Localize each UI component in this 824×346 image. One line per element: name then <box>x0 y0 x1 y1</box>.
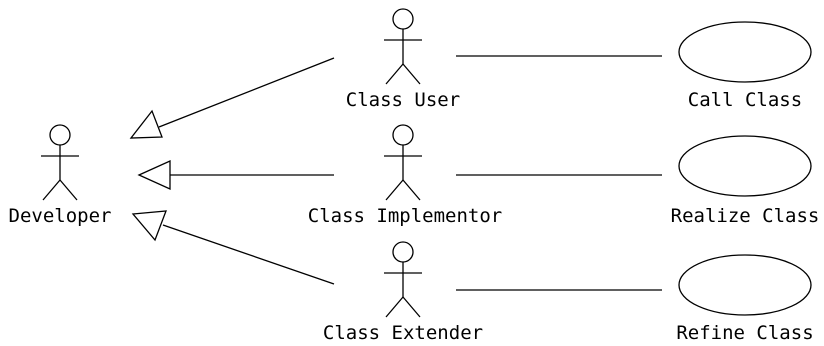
use-case-call-class: Call Class <box>678 21 812 111</box>
developer-stick-figure <box>41 124 79 201</box>
class-user-stick-figure <box>384 8 422 85</box>
generalization-arrowhead <box>131 210 167 242</box>
generalization-class-extender-to-developer <box>131 210 335 285</box>
call-class-label: Call Class <box>688 89 802 111</box>
use-case-ellipse <box>678 254 812 316</box>
class-extender-stick-figure <box>384 241 422 318</box>
class-implementor-label: Class Implementor <box>308 205 502 227</box>
generalization-class-implementor-to-developer <box>137 159 334 191</box>
generalization-arrowhead <box>137 159 171 191</box>
class-extender-label: Class Extender <box>323 322 483 344</box>
generalization-arrowhead <box>129 109 163 139</box>
developer-label: Developer <box>9 205 112 227</box>
use-case-ellipse <box>678 135 812 197</box>
actor-developer: Developer <box>9 124 112 227</box>
use-case-ellipse <box>678 21 812 83</box>
use-case-refine-class: Refine Class <box>676 254 814 344</box>
generalization-class-user-to-developer <box>129 57 335 139</box>
refine-class-label: Refine Class <box>676 322 813 344</box>
class-implementor-stick-figure <box>384 124 422 201</box>
actor-class-extender: Class Extender <box>323 241 483 344</box>
actor-class-user: Class User <box>346 8 460 111</box>
class-user-label: Class User <box>346 89 460 111</box>
use-case-realize-class: Realize Class <box>671 135 820 227</box>
realize-class-label: Realize Class <box>671 205 820 227</box>
actor-class-implementor: Class Implementor <box>308 124 502 227</box>
